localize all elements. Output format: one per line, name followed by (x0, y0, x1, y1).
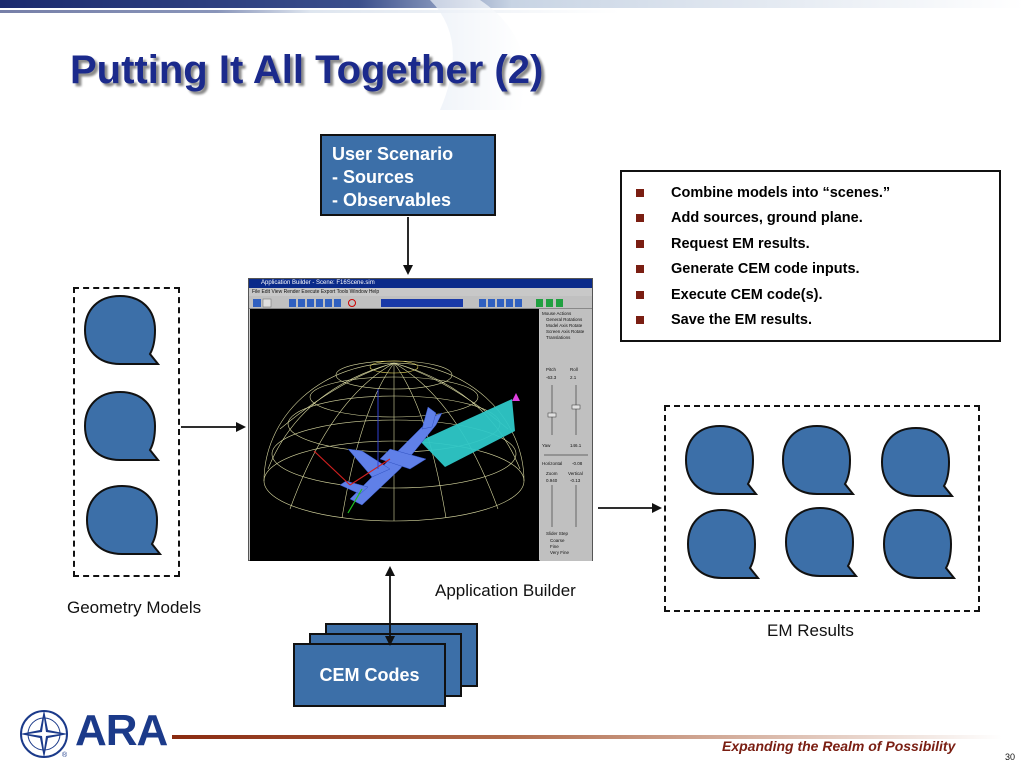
model-bubble-icon (85, 484, 163, 555)
bullet-square-icon (636, 214, 644, 223)
list-item: Generate CEM code inputs. (636, 257, 999, 283)
result-bubble-icon (686, 508, 761, 579)
registered-mark: ® (62, 752, 68, 759)
aircraft-model-icon (339, 406, 443, 506)
footer-tagline: Expanding the Realm of Possibility (722, 738, 956, 754)
result-bubble-icon (882, 508, 957, 579)
list-item: Execute CEM code(s). (636, 282, 999, 308)
em-results-group (664, 405, 980, 612)
application-builder-window: Application Builder - Scene: F16Scene.si… (248, 278, 593, 561)
ara-compass-logo-icon (20, 710, 68, 758)
list-item: Save the EM results. (636, 308, 999, 334)
cem-codes-box: CEM Codes (293, 643, 446, 707)
em-result-bubbles (684, 424, 957, 579)
header-decoration (0, 0, 1024, 110)
list-item: Request EM results. (636, 231, 999, 257)
ara-logo-text: ARA (75, 706, 168, 755)
control-panel: Mouse Actions General Rotations Model Ax… (540, 309, 592, 561)
result-bubble-icon (880, 426, 955, 497)
beam-cone-icon (420, 399, 515, 467)
window-toolbar (249, 296, 592, 309)
geometry-model-bubbles (83, 294, 163, 555)
user-scenario-box: User Scenario - Sources - Observables (320, 134, 496, 216)
window-titlebar: Application Builder - Scene: F16Scene.si… (249, 279, 592, 288)
footer-rule (172, 735, 1002, 739)
model-bubble-icon (83, 390, 161, 461)
page-number: 30 (1005, 752, 1016, 762)
scenario-line: - Observables (332, 190, 452, 210)
3d-viewport (250, 309, 539, 561)
bullet-square-icon (636, 290, 644, 299)
bullet-square-icon (636, 265, 644, 274)
window-menubar: File Edit View Render Execute Export Too… (252, 289, 380, 295)
list-item: Add sources, ground plane. (636, 206, 999, 232)
dome-aircraft-render (263, 360, 525, 522)
steps-list: Combine models into “scenes.” Add source… (620, 170, 1001, 342)
model-bubble-icon (83, 294, 161, 365)
em-results-label: EM Results (767, 621, 854, 640)
scenario-line: User Scenario (332, 144, 454, 164)
scenario-line: - Sources (332, 167, 415, 187)
slide-title: Putting It All Together (2) (70, 48, 544, 92)
geometry-models-group (73, 287, 180, 577)
slider-controls (544, 385, 588, 527)
application-builder-label: Application Builder (435, 581, 576, 600)
bullet-square-icon (636, 188, 644, 197)
list-item: Combine models into “scenes.” (636, 180, 999, 206)
geometry-models-label: Geometry Models (67, 598, 202, 617)
result-bubble-icon (684, 424, 759, 495)
result-bubble-icon (781, 424, 856, 495)
result-bubble-icon (784, 506, 859, 577)
bullet-square-icon (636, 239, 644, 248)
bullet-square-icon (636, 316, 644, 325)
toolbar-icons (253, 298, 563, 308)
